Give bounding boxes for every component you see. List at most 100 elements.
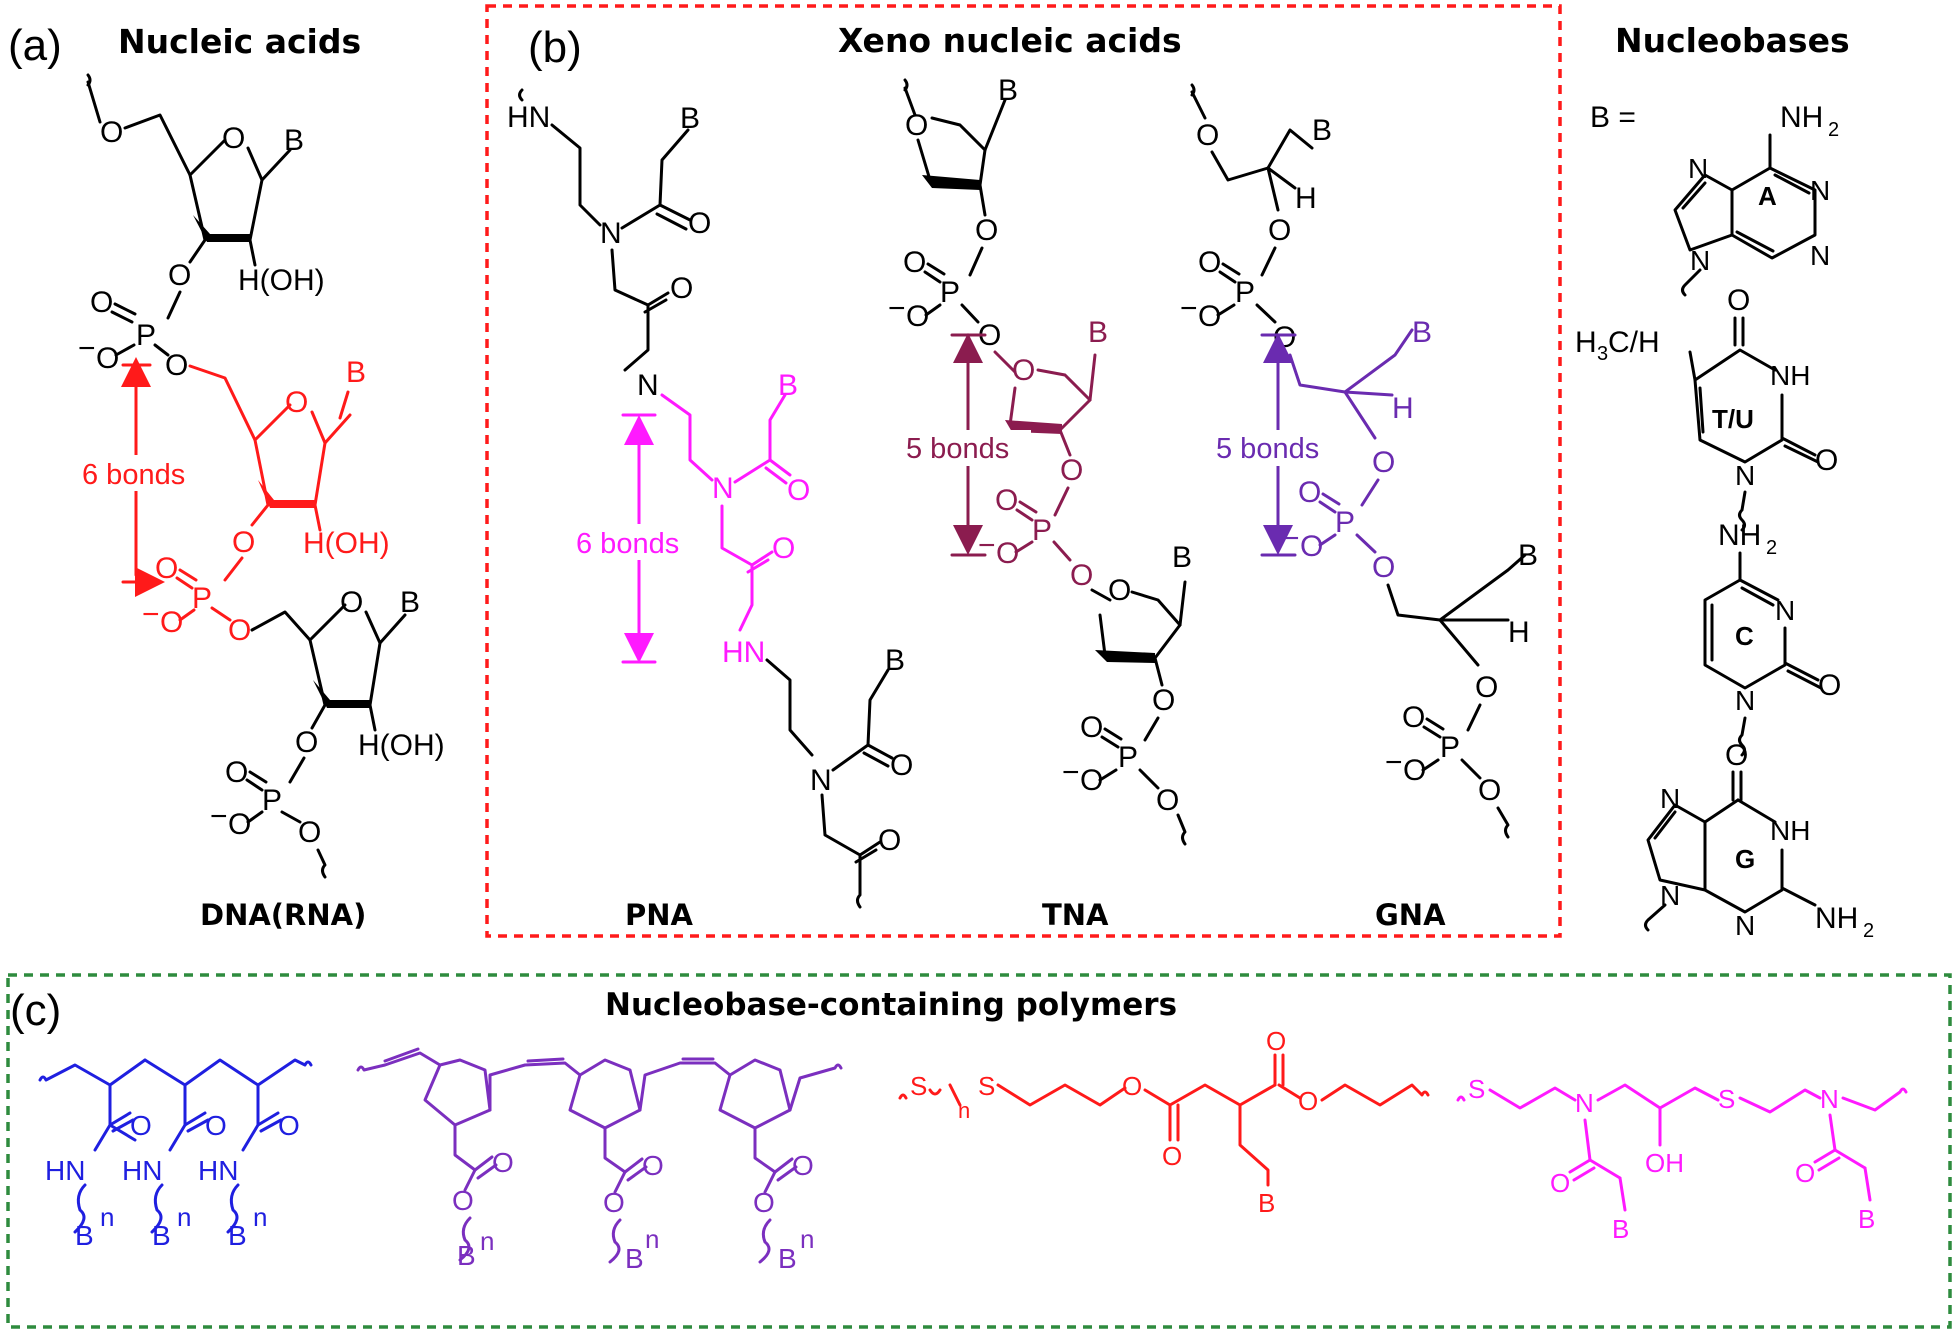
atom-o: O	[787, 474, 810, 507]
panel-b: (b) Xeno nucleic acids HN N B O O N N B …	[507, 21, 1538, 932]
atom-o: O	[642, 1150, 664, 1181]
atom-minus: −	[1062, 756, 1080, 789]
atom-o: O	[1156, 784, 1179, 817]
atom-b: B	[400, 586, 420, 619]
panel-a-title: Nucleic acids	[118, 22, 361, 61]
atom-hoh: H(OH)	[358, 729, 445, 762]
atom-n-sub: n	[177, 1202, 191, 1232]
atom-o: O	[205, 1110, 227, 1141]
atom-o: O	[1266, 1026, 1286, 1056]
atom-o: O	[1198, 300, 1221, 333]
atom-o: O	[995, 484, 1018, 517]
atom-hn: HN	[198, 1155, 238, 1186]
atom-p: P	[1118, 741, 1138, 774]
atom-hoh: H(OH)	[238, 264, 325, 297]
gna-structure: O B H O P O − O O B H O P	[1180, 83, 1538, 932]
gna-caption: GNA	[1375, 898, 1446, 932]
pna-caption: PNA	[625, 898, 694, 932]
atom-o: O	[228, 808, 251, 841]
pna-structure: HN N B O O N N B O O HN N	[507, 88, 913, 932]
atom-o: O	[1478, 774, 1501, 807]
atom-b: B	[885, 644, 905, 677]
atom-o: O	[996, 537, 1019, 570]
atom-o: O	[1012, 354, 1035, 387]
atom-o: O	[1122, 1071, 1142, 1101]
atom-o: O	[1795, 1158, 1815, 1188]
atom-p: P	[262, 784, 282, 817]
adenine: NH 2 N N A N N	[1673, 101, 1839, 297]
atom-o: O	[1298, 476, 1321, 509]
atom-n: N	[712, 472, 734, 505]
atom-o: O	[1298, 1086, 1318, 1116]
atom-sub: 2	[1863, 920, 1874, 942]
atom-p: P	[1440, 731, 1460, 764]
atom-nh: NH	[1718, 519, 1761, 552]
panel-c-title: Nucleobase-containing polymers	[605, 987, 1177, 1023]
atom-n: N	[637, 369, 659, 402]
atom-b: B	[152, 1220, 171, 1251]
atom-nh: NH	[1770, 815, 1810, 846]
atom-b: B	[75, 1220, 94, 1251]
tna-caption: TNA	[1042, 898, 1109, 932]
atom-p: P	[136, 319, 156, 352]
guanine: O NH NH 2 N G N N	[1644, 739, 1874, 942]
atom-o: O	[1080, 711, 1103, 744]
dna-caption: DNA(RNA)	[200, 898, 366, 932]
atom-o: O	[792, 1150, 814, 1181]
atom-o: O	[130, 1110, 152, 1141]
atom-minus: −	[78, 332, 96, 365]
atom-n: N	[1660, 783, 1680, 814]
atom-o: O	[1725, 739, 1748, 772]
atom-o: O	[1152, 684, 1175, 717]
atom-n: N	[810, 764, 832, 797]
atom-nh: NH	[1770, 360, 1810, 391]
atom-o: O	[295, 726, 318, 759]
atom-o: O	[878, 824, 901, 857]
tna-structure: O B O P O − O O O B O	[888, 74, 1192, 932]
atom-minus: −	[978, 529, 996, 562]
atom-h: H	[1295, 182, 1317, 215]
atom-o: O	[96, 342, 119, 375]
atom-n: N	[1775, 595, 1795, 626]
atom-o: O	[155, 552, 178, 585]
polymer-1-polyacrylamide: O HN B n O HN B n O HN B n	[38, 1058, 313, 1251]
atom-o: O	[670, 272, 693, 305]
atom-o: O	[1372, 551, 1395, 584]
atom-n: N	[1735, 685, 1755, 716]
pna-bond-label: 6 bonds	[576, 528, 679, 560]
atom-o: O	[1080, 764, 1103, 797]
atom-o: O	[298, 816, 321, 849]
atom-p: P	[1032, 514, 1052, 547]
atom-o: O	[168, 259, 191, 292]
atom-n-sub: n	[253, 1202, 267, 1232]
nucleobases-panel: Nucleobases B = NH 2 N N A N N H 3 C/H O…	[1575, 21, 1874, 942]
atom-n: N	[1735, 460, 1755, 491]
atom-n: N	[1810, 240, 1830, 271]
atom-o: O	[1268, 214, 1291, 247]
atom-o: O	[1070, 559, 1093, 592]
atom-b: B	[1612, 1214, 1629, 1244]
panel-c-letter: (c)	[10, 986, 61, 1035]
atom-o: O	[1108, 574, 1131, 607]
atom-s: S	[910, 1071, 927, 1101]
atom-b: B	[346, 356, 366, 389]
panel-b-box	[485, 4, 1562, 938]
polymer-4-peptoid-like: S N OH S N O B O B	[1456, 1074, 1908, 1244]
atom-n: N	[1735, 910, 1755, 941]
atom-b: B	[1518, 539, 1538, 572]
atom-o: O	[90, 286, 113, 319]
tna-bond-label: 5 bonds	[906, 433, 1009, 465]
atom-o: O	[225, 756, 248, 789]
atom-nh: NH	[1815, 902, 1858, 935]
atom-p: P	[940, 276, 960, 309]
atom-n-sub: n	[480, 1226, 494, 1256]
atom-n: N	[1810, 175, 1830, 206]
atom-h: H	[1508, 616, 1530, 649]
atom-o: O	[890, 749, 913, 782]
atom-o: O	[1198, 246, 1221, 279]
thymine-uracil: H 3 C/H O NH O N T/U	[1575, 284, 1838, 532]
nucleobases-title: Nucleobases	[1615, 21, 1850, 60]
atom-o: O	[688, 207, 711, 240]
atom-b: B	[1412, 316, 1432, 349]
atom-o: O	[278, 1110, 300, 1141]
